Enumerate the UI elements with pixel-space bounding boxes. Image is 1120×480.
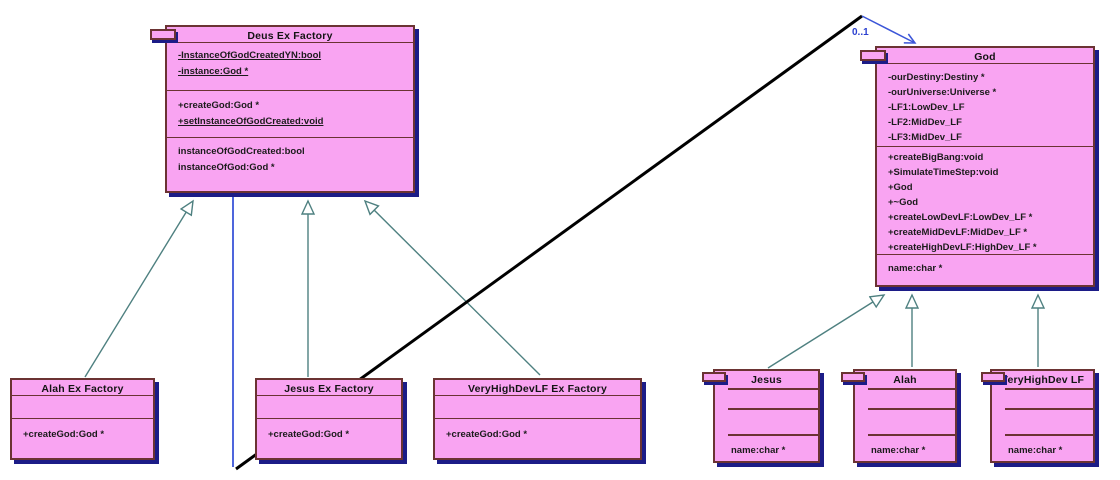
attribute-row: -LF2:MidDev_LF — [888, 117, 962, 128]
class-title: Deus Ex Factory — [247, 30, 333, 42]
class-title: God — [974, 51, 996, 63]
attribute-row: -instance:God * — [178, 66, 249, 77]
methods-compartment: +createGod:God * — [257, 418, 401, 458]
method-row: +createGod:God * — [23, 429, 105, 440]
method-row: +createMidDevLF:MidDev_LF * — [888, 227, 1028, 238]
class-title: Alah — [893, 374, 917, 386]
method-row: +createGod:God * — [446, 429, 528, 440]
methods-compartment: +createBigBang:void +SimulateTimeStep:vo… — [877, 146, 1093, 254]
property-row: name:char * — [731, 444, 786, 456]
attributes-compartment: -ourDestiny:Destiny * -ourUniverse:Unive… — [877, 63, 1093, 146]
class-alah: Alah name:char * — [853, 369, 957, 463]
methods-compartment — [855, 408, 955, 434]
class-icon — [860, 50, 886, 61]
method-row: +createBigBang:void — [888, 152, 984, 163]
methods-compartment — [992, 408, 1093, 434]
attributes-compartment — [12, 395, 153, 418]
property-row: instanceOfGod:God * — [178, 162, 275, 173]
method-row: +createHighDevLF:HighDev_LF * — [888, 242, 1037, 253]
methods-compartment: +createGod:God * +setInstanceOfGodCreate… — [167, 90, 413, 137]
method-row: +God — [888, 182, 913, 193]
attributes-compartment: -InstanceOfGodCreatedYN:bool -instance:G… — [167, 42, 413, 90]
class-deus-ex-factory: Deus Ex Factory -InstanceOfGodCreatedYN:… — [165, 25, 415, 193]
attributes-compartment — [992, 388, 1093, 408]
attribute-row: -LF1:LowDev_LF — [888, 102, 965, 113]
class-icon — [150, 29, 176, 40]
methods-compartment: +createGod:God * — [435, 418, 640, 458]
class-jesus: Jesus name:char * — [713, 369, 820, 463]
attribute-row: -ourUniverse:Universe * — [888, 87, 997, 98]
property-row: name:char * — [888, 263, 943, 274]
attributes-compartment — [435, 395, 640, 418]
class-vhd-lf: VeryHighDev LF name:char * — [990, 369, 1095, 463]
class-god: God -ourDestiny:Destiny * -ourUniverse:U… — [875, 46, 1095, 287]
class-title: Alah Ex Factory — [41, 383, 124, 395]
methods-compartment: +createGod:God * — [12, 418, 153, 458]
attribute-row: -ourDestiny:Destiny * — [888, 72, 985, 83]
properties-compartment: name:char * — [855, 434, 955, 461]
properties-compartment: name:char * — [877, 254, 1093, 285]
property-row: name:char * — [871, 444, 926, 456]
property-row: name:char * — [1008, 444, 1063, 456]
methods-compartment — [715, 408, 818, 434]
class-icon — [702, 372, 726, 382]
method-row: +SimulateTimeStep:void — [888, 167, 999, 178]
method-row: +~God — [888, 197, 919, 208]
method-row: +setInstanceOfGodCreated:void — [178, 116, 324, 127]
method-row: +createLowDevLF:LowDev_LF * — [888, 212, 1033, 223]
properties-compartment: instanceOfGodCreated:bool instanceOfGod:… — [167, 137, 413, 191]
class-alah-ex-factory: Alah Ex Factory +createGod:God * — [10, 378, 155, 460]
class-title: Jesus — [751, 374, 782, 386]
class-icon — [981, 372, 1005, 382]
attribute-row: -LF3:MidDev_LF — [888, 132, 962, 143]
generalization-jesus-line — [767, 295, 884, 369]
class-title: VeryHighDev LF — [1000, 374, 1085, 386]
class-jesus-ex-factory: Jesus Ex Factory +createGod:God * — [255, 378, 403, 460]
method-row: +createGod:God * — [178, 100, 260, 111]
method-row: +createGod:God * — [268, 429, 350, 440]
class-vhd-ex-factory: VeryHighDevLF Ex Factory +createGod:God … — [433, 378, 642, 460]
class-title: VeryHighDevLF Ex Factory — [467, 383, 607, 395]
association-deus-god-arrow — [861, 15, 917, 44]
attributes-compartment — [715, 388, 818, 408]
class-title: Jesus Ex Factory — [284, 383, 374, 395]
generalization-alah-factory-line — [84, 201, 193, 378]
properties-compartment: name:char * — [715, 434, 818, 461]
attributes-compartment — [257, 395, 401, 418]
attribute-row: -InstanceOfGodCreatedYN:bool — [178, 50, 322, 61]
multiplicity-label: 0..1 — [852, 27, 869, 38]
properties-compartment: name:char * — [992, 434, 1093, 461]
property-row: instanceOfGodCreated:bool — [178, 146, 305, 157]
class-icon — [841, 372, 865, 382]
generalization-vhd-factory-line — [365, 201, 541, 376]
attributes-compartment — [855, 388, 955, 408]
